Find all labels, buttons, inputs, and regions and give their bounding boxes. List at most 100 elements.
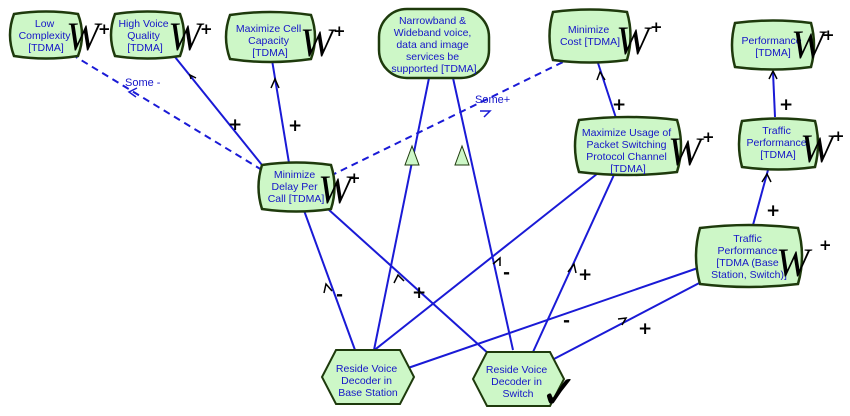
weak-satisficed-label: W +	[168, 14, 213, 59]
operationalization-reside-base-station[interactable]: Reside Voice Decoder in Base Station	[320, 349, 416, 405]
link-minimize-delay-to-maximize-cell-capacity	[271, 59, 290, 164]
contribution-minus-bs-delay: -	[336, 285, 343, 305]
weak-satisficed-label: W +	[616, 18, 663, 63]
softgoal-cloud-shape	[224, 10, 317, 64]
link-reside-switch-to-narrowband	[452, 77, 514, 351]
link-reside-switch-to-minimize-delay	[317, 199, 491, 356]
and-decomposition-triangle	[454, 144, 470, 166]
softgoal-cloud-shape	[257, 161, 336, 213]
contributions-layer: + + + + + - + - + - +	[228, 95, 793, 339]
softgoal-traffic-performance[interactable]: Traffic Performance [TDMA]	[737, 117, 820, 171]
arrow-head	[761, 172, 772, 183]
arrow-head	[567, 262, 577, 274]
softgoal-cloud-shape	[377, 7, 491, 80]
operationalization-hexagon	[471, 351, 566, 407]
softgoal-cloud-shape	[573, 115, 683, 177]
w-icon: W	[616, 18, 653, 63]
arrow-head	[127, 87, 138, 98]
w-icon: W	[168, 14, 205, 59]
link-maximize-usage-to-minimize-cost	[596, 59, 617, 119]
softgoal-minimize-delay[interactable]: Minimize Delay Per Call [TDMA]	[257, 161, 336, 213]
link-reside-bs-to-traffic-performance-bs	[407, 267, 699, 369]
softgoal-label: High Voice Quality [TDMA]	[118, 18, 171, 54]
weak-satisficed-label: W +	[668, 128, 715, 174]
arrow-head	[492, 256, 501, 266]
link-reside-bs-to-narrowband	[373, 77, 430, 351]
link-traffic-performance-bs-to-traffic-performance	[752, 169, 769, 226]
contribution-plus-cell-capacity: +	[288, 116, 302, 136]
softgoal-label: Traffic Performance [TDMA (Base Station,…	[711, 233, 787, 281]
arrow-head	[323, 282, 333, 294]
w-icon: W	[668, 129, 705, 174]
w-icon: W	[800, 126, 837, 171]
softgoal-cloud-shape	[730, 19, 816, 71]
link-minimize-delay-to-high-voice-quality	[174, 56, 263, 166]
arrow-head	[617, 317, 628, 326]
weak-satisficed-label: W +	[318, 167, 361, 212]
contribution-plus-high-voice: +	[228, 115, 242, 135]
operationalization-label: Reside Voice Decoder in Switch	[486, 364, 550, 400]
arrows-layer	[127, 69, 778, 326]
softgoal-label: Maximize Usage of Packet Switching Proto…	[582, 127, 674, 175]
softgoal-minimize-cost[interactable]: Minimize Cost [TDMA]	[548, 8, 632, 64]
operationalization-label: Reside Voice Decoder in Base Station	[336, 363, 400, 399]
operationalization-reside-switch[interactable]: Reside Voice Decoder in Switch	[471, 351, 566, 407]
arrow-head	[480, 110, 492, 118]
marks-layer: W + W + W + W + W + W + W + W +	[66, 14, 845, 416]
link-minimize-delay-to-minimize-cost	[329, 61, 564, 177]
weak-satisficed-label: W +	[66, 14, 111, 59]
weak-satisficed-label: W +	[776, 236, 832, 285]
contribution-minus-bs-traffic: -	[563, 311, 570, 331]
softgoal-label: Low Complexity [TDMA]	[19, 18, 74, 54]
softgoal-cloud-shape	[694, 223, 804, 289]
softgoal-cloud-shape	[548, 8, 632, 64]
arrow-head	[393, 273, 405, 284]
link-labels-layer: Some - Some+	[125, 77, 510, 106]
softgoal-maximize-cell-capacity[interactable]: Maximize Cell Capacity [TDMA]	[224, 10, 317, 64]
softgoal-cloud-shape	[109, 10, 186, 60]
arrow-head	[188, 73, 197, 80]
check-mark-icon: ✓	[540, 365, 579, 416]
link-reside-bs-to-maximize-usage	[371, 165, 608, 353]
softgoal-label: Performance [TDMA]	[741, 35, 804, 59]
w-plus: +	[333, 22, 346, 40]
w-plus: +	[832, 127, 845, 145]
nodes-layer: Low Complexity [TDMA] High Voice Quality…	[8, 7, 820, 407]
arrow-head	[270, 77, 280, 89]
softgoal-low-complexity[interactable]: Low Complexity [TDMA]	[8, 10, 84, 60]
w-plus: +	[650, 18, 663, 36]
link-reside-switch-to-traffic-performance-bs	[551, 279, 706, 361]
and-decomposition-triangle	[404, 144, 420, 166]
weak-satisficed-label: W +	[300, 20, 346, 65]
w-plus: +	[822, 26, 835, 44]
contribution-plus-switch-traffic: +	[638, 319, 652, 339]
contribution-plus-switch-usage: +	[578, 265, 592, 285]
softgoal-maximize-usage[interactable]: Maximize Usage of Packet Switching Proto…	[573, 115, 683, 177]
contribution-plus-switch-delay: +	[412, 283, 426, 303]
softgoal-label: Maximize Cell Capacity [TDMA]	[236, 23, 304, 59]
w-icon: W	[300, 20, 337, 65]
softgoal-cloud-shape	[8, 10, 84, 60]
softgoal-traffic-performance-base-station-switch[interactable]: Traffic Performance [TDMA (Base Station,…	[694, 223, 804, 289]
w-plus: +	[702, 128, 715, 146]
link-label-some-plus: Some+	[475, 94, 510, 106]
links-layer	[75, 56, 776, 369]
arrow-head	[768, 69, 778, 80]
softgoal-high-voice-quality[interactable]: High Voice Quality [TDMA]	[109, 10, 186, 60]
softgoal-performance[interactable]: Performance [TDMA]	[730, 19, 816, 71]
weak-satisficed-label: W +	[791, 22, 835, 67]
softgoal-narrowband-services[interactable]: Narrowband & Wideband voice, data and im…	[377, 7, 491, 80]
w-icon: W	[318, 167, 355, 212]
softgoal-label: Narrowband & Wideband voice, data and im…	[391, 15, 476, 75]
softgoal-label: Traffic Performance [TDMA]	[746, 125, 809, 161]
link-label-some-minus: Some -	[125, 77, 161, 89]
w-plus: +	[348, 169, 361, 187]
w-icon: W	[791, 22, 828, 67]
link-reside-switch-to-maximize-usage	[532, 165, 619, 353]
w-plus: +	[200, 20, 213, 38]
w-icon: W	[66, 14, 103, 59]
contribution-plus-minimize-cost: +	[612, 95, 626, 115]
link-minimize-delay-to-low-complexity	[75, 56, 263, 171]
w-plus: +	[98, 20, 111, 38]
